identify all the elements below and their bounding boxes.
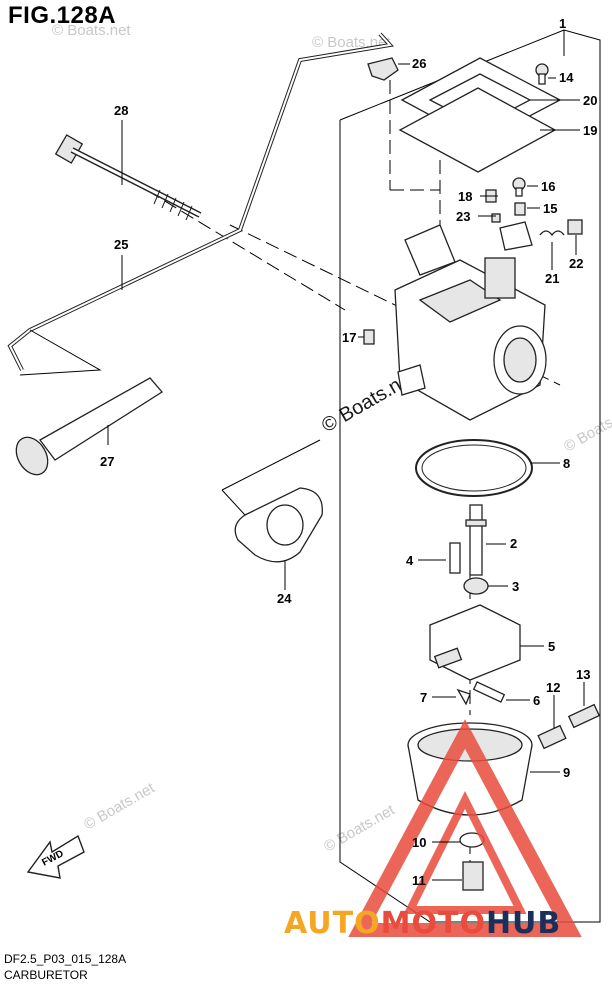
small-hardware: [363, 63, 583, 345]
callout-5: 5: [548, 639, 555, 654]
callout-9: 9: [563, 765, 570, 780]
brand-part-a: AUTO: [284, 906, 381, 941]
callout-4: 4: [406, 553, 414, 568]
callout-19: 19: [583, 123, 597, 138]
oring-8: [415, 439, 533, 497]
callout-13: 13: [576, 667, 590, 682]
brand-part-b: MOTO: [380, 906, 486, 941]
callout-11: 11: [412, 873, 426, 888]
callout-10: 10: [412, 835, 426, 850]
callout-15: 15: [543, 201, 557, 216]
callout-14: 14: [559, 70, 574, 85]
clip-7: [456, 688, 471, 706]
shaft-27: [15, 329, 163, 476]
jet-3: [463, 577, 489, 595]
jet-2: [465, 504, 487, 576]
jet-4: [449, 542, 461, 574]
callout-17: 17: [342, 330, 356, 345]
callout-16: 16: [541, 179, 555, 194]
fwd-arrow: FWD: [26, 834, 85, 879]
callout-6: 6: [533, 693, 540, 708]
brand-overlay: AUTOMOTOHUB: [284, 906, 561, 941]
carburetor-body: [394, 221, 547, 421]
footer-name: CARBURETOR: [4, 968, 88, 982]
screw-13: [567, 703, 601, 729]
callout-24: 24: [277, 591, 292, 606]
float-5: [429, 604, 521, 681]
spring-12: [537, 724, 567, 750]
rod-25: [7, 32, 394, 371]
pin-6: [472, 681, 506, 703]
gasket-24: [221, 439, 323, 563]
callout-7: 7: [420, 690, 427, 705]
callout-12: 12: [546, 680, 560, 695]
red-triangle-overlay: [348, 719, 582, 937]
callout-22: 22: [569, 256, 583, 271]
callouts: 1 2 3 4 5 6 7 8 9 10 11 12 13 14 15 16 1…: [100, 16, 597, 888]
callout-27: 27: [100, 454, 114, 469]
leader-lines: [107, 30, 585, 881]
drain-screw-11: [462, 861, 484, 891]
callout-18: 18: [458, 189, 472, 204]
callout-25: 25: [114, 237, 128, 252]
callout-28: 28: [114, 103, 128, 118]
callout-20: 20: [583, 93, 597, 108]
figure-title: FIG.128A: [8, 2, 117, 29]
brand-part-c: HUB: [485, 906, 562, 941]
callout-1: 1: [559, 16, 566, 31]
callout-21: 21: [545, 271, 559, 286]
footer-code: DF2.5_P03_015_128A: [4, 952, 127, 966]
bolt-28: [54, 134, 202, 221]
clip-26: [367, 57, 399, 81]
callout-2: 2: [510, 536, 517, 551]
callout-26: 26: [412, 56, 426, 71]
callout-23: 23: [456, 209, 470, 224]
watermark-top-left: © Boats.net: [52, 22, 131, 39]
callout-3: 3: [512, 579, 519, 594]
callout-8: 8: [563, 456, 570, 471]
